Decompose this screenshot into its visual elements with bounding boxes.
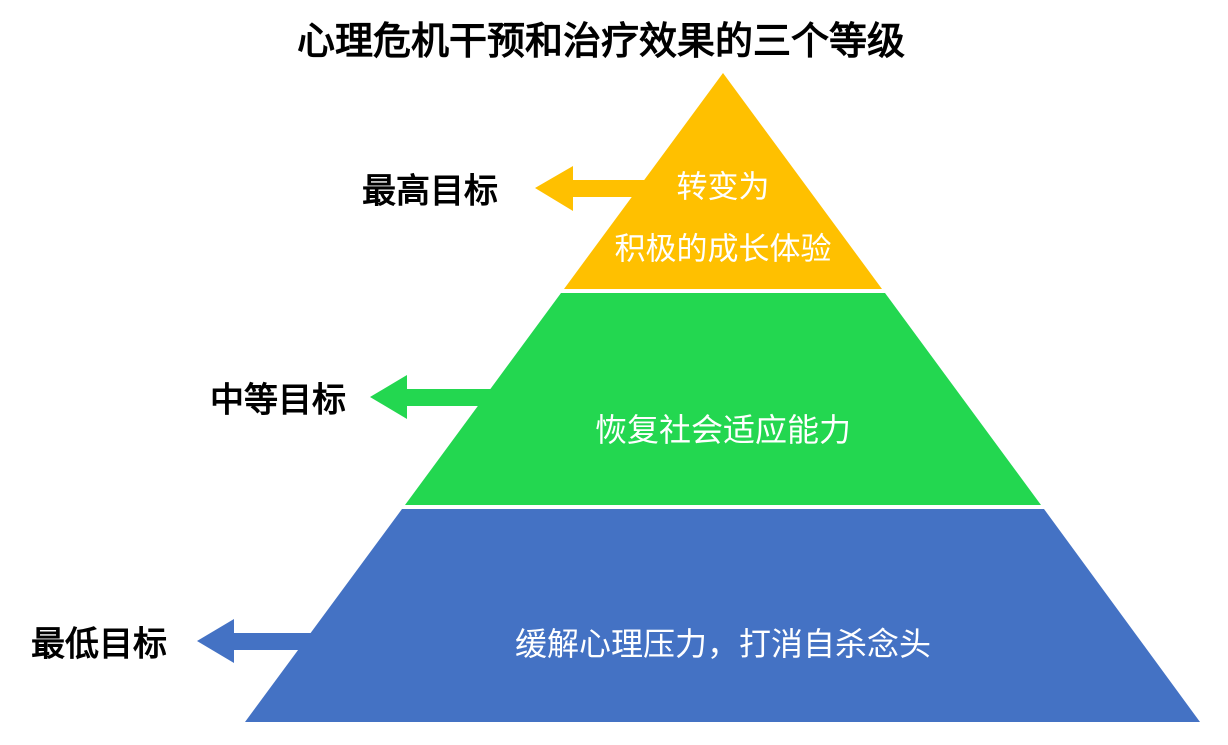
arrow-middle-icon [370, 375, 495, 419]
tier-middle-text: 恢复社会适应能力 [594, 412, 852, 448]
label-highest-goal: 最高目标 [362, 172, 498, 211]
pyramid-tier-bottom-shape [245, 509, 1200, 722]
tier-bottom-text: 缓解心理压力，打消自杀念头 [514, 626, 932, 662]
arrow-bottom-icon [197, 619, 315, 663]
label-lowest-goal: 最低目标 [31, 625, 167, 664]
tier-top-text-line1: 转变为 [676, 169, 770, 205]
pyramid-tier-middle-shape [405, 293, 1041, 505]
label-middle-goal: 中等目标 [210, 381, 346, 420]
pyramid-tier-top-shape [564, 73, 882, 289]
diagram-title: 心理危机干预和治疗效果的三个等级 [296, 21, 906, 63]
tier-top-text-line2: 积极的成长体验 [614, 231, 832, 267]
arrow-top-icon [535, 166, 648, 211]
